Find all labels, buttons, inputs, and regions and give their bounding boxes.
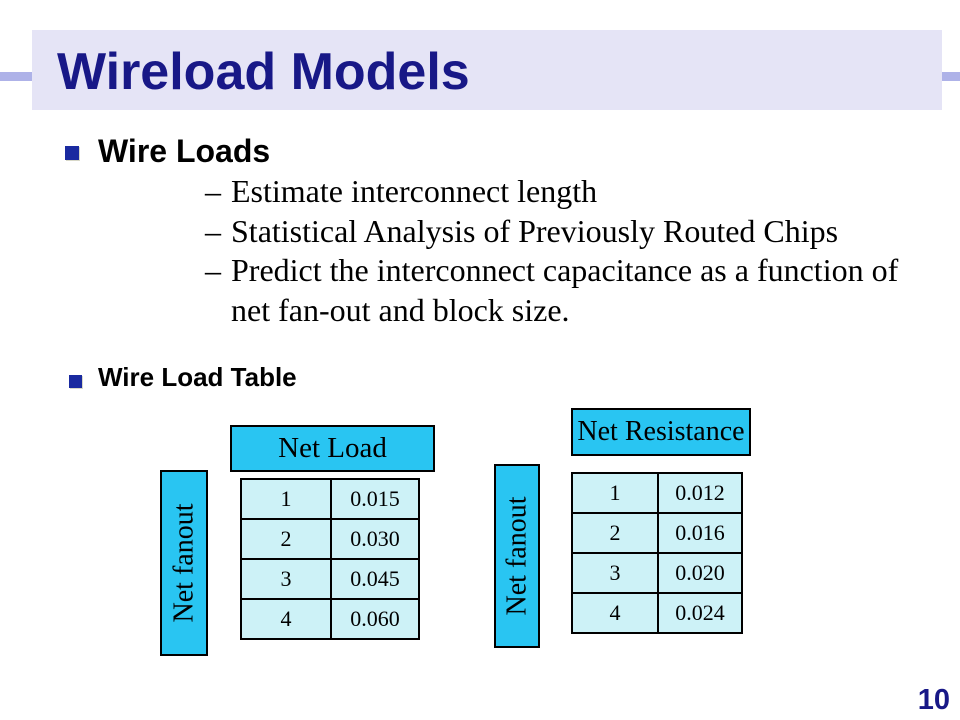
net-resistance-title: Net Resistance xyxy=(577,416,745,447)
net-fanout-label-left: Net fanout xyxy=(160,470,208,656)
table-cell: 3 xyxy=(571,552,659,594)
net-load-header: Net Load xyxy=(230,425,435,472)
table-cell: 0.020 xyxy=(657,552,743,594)
table-cell: 0.045 xyxy=(330,558,420,600)
table-cell: 1 xyxy=(240,478,332,520)
table-cell: 0.015 xyxy=(330,478,420,520)
title-banner: Wireload Models xyxy=(32,30,942,110)
table-cell: 0.016 xyxy=(657,512,743,554)
heading-wire-load-table: Wire Load Table xyxy=(98,362,297,392)
dash-bullet: – xyxy=(205,173,221,209)
table-cell: 0.012 xyxy=(657,472,743,514)
list-item-text: Estimate interconnect length xyxy=(231,173,598,209)
net-resistance-header: Net Resistance xyxy=(571,408,751,456)
net-fanout-label-text: Net fanout xyxy=(168,503,199,623)
table-row: 2 0.016 xyxy=(571,512,743,554)
table-row: 1 0.012 xyxy=(571,472,743,514)
table-cell: 0.024 xyxy=(657,592,743,634)
table-cell: 0.030 xyxy=(330,518,420,560)
page-number: 10 xyxy=(917,684,950,716)
net-resistance-table: 1 0.012 2 0.016 3 0.020 4 0.024 xyxy=(571,472,743,634)
table-row: 3 0.020 xyxy=(571,552,743,594)
dash-bullet: – xyxy=(205,212,221,249)
table-row: 3 0.045 xyxy=(240,558,420,600)
table-cell: 0.060 xyxy=(330,598,420,640)
list-item: – Statistical Analysis of Previously Rou… xyxy=(205,212,920,252)
table-row: 4 0.060 xyxy=(240,598,420,640)
table-cell: 2 xyxy=(571,512,659,554)
net-load-title: Net Load xyxy=(278,432,387,464)
table-row: 1 0.015 xyxy=(240,478,420,520)
net-fanout-label-text: Net fanout xyxy=(501,496,532,616)
net-load-table: 1 0.015 2 0.030 3 0.045 4 0.060 xyxy=(240,478,420,640)
page-title: Wireload Models xyxy=(57,43,470,101)
table-cell: 3 xyxy=(240,558,332,600)
bullet-square-icon xyxy=(65,146,79,160)
list-item-text: Statistical Analysis of Previously Route… xyxy=(231,212,839,249)
table-cell: 1 xyxy=(571,472,659,514)
table-row: 2 0.030 xyxy=(240,518,420,560)
table-row: 4 0.024 xyxy=(571,592,743,634)
table-cell: 4 xyxy=(571,592,659,634)
list-item-text: Predict the interconnect capacitance as … xyxy=(231,252,899,329)
table-cell: 2 xyxy=(240,518,332,560)
list-item: – Estimate interconnect length xyxy=(205,172,920,212)
bullet-square-icon xyxy=(69,375,82,388)
wire-loads-sublist: – Estimate interconnect length – Statist… xyxy=(205,172,920,331)
dash-bullet: – xyxy=(205,252,221,289)
list-item: – Predict the interconnect capacitance a… xyxy=(205,251,920,330)
net-fanout-label-right: Net fanout xyxy=(494,464,540,648)
heading-wire-loads: Wire Loads xyxy=(98,133,271,169)
table-cell: 4 xyxy=(240,598,332,640)
